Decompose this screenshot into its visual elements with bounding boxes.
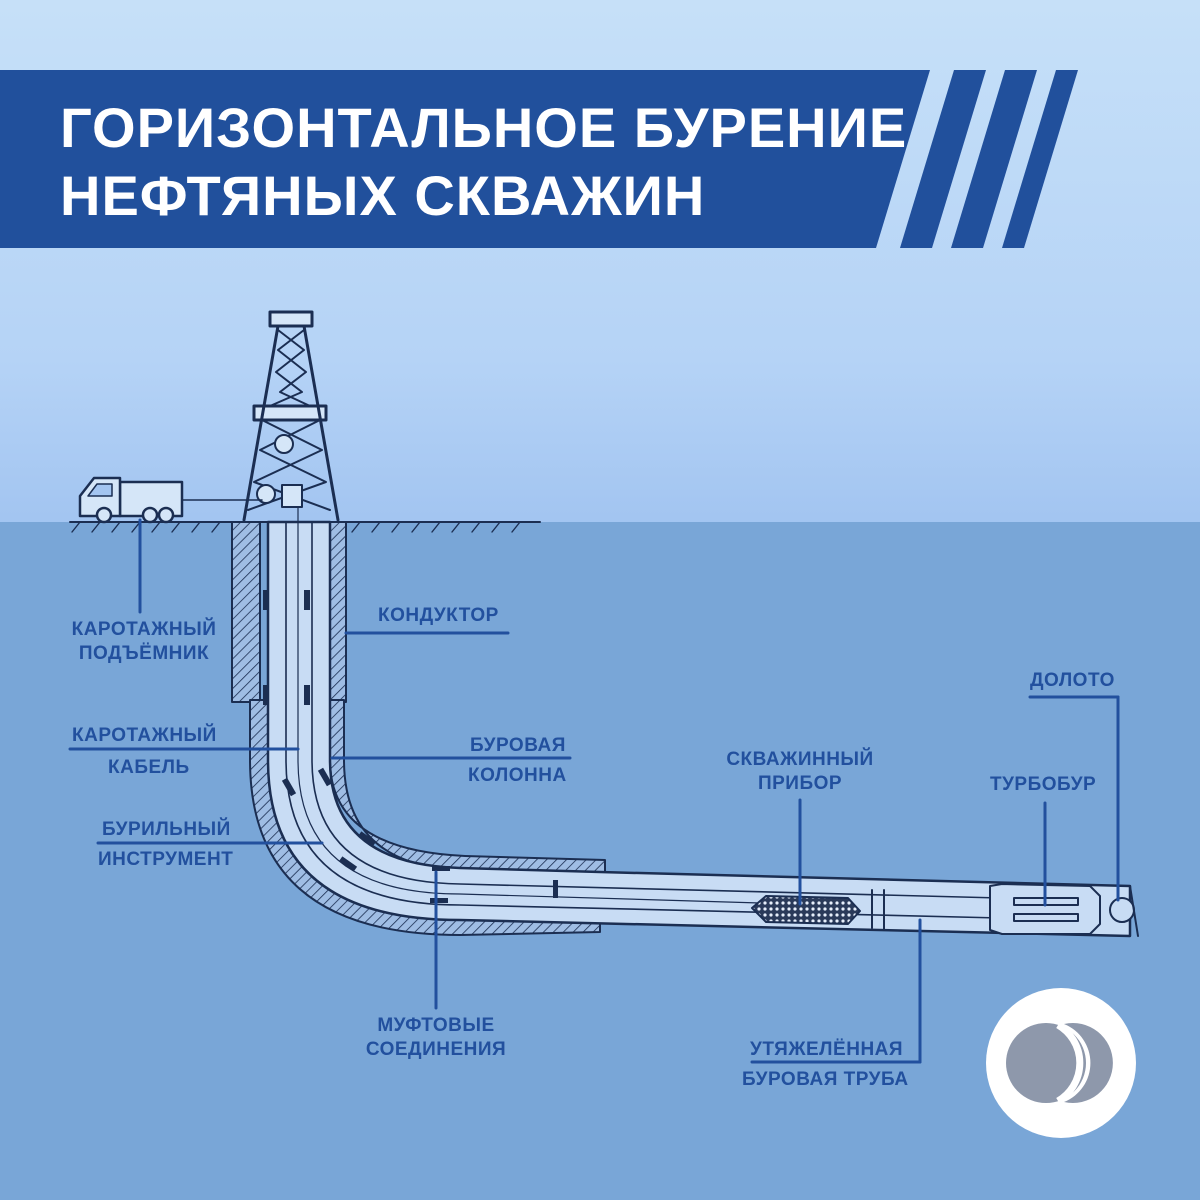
drill-string xyxy=(266,520,1132,938)
label-drilling-tool-line1: БУРИЛЬНЫЙ xyxy=(102,819,231,840)
company-logo xyxy=(986,988,1136,1138)
inner-pipe-line xyxy=(311,521,1001,899)
label-logging-lift: КАРОТАЖНЫЙ ПОДЪЁМНИК xyxy=(64,618,224,666)
label-conductor: КОНДУКТОР xyxy=(378,605,499,626)
coupling-marks xyxy=(263,590,558,903)
label-bit: ДОЛОТО xyxy=(1030,670,1115,691)
logo-mark xyxy=(1006,1021,1113,1105)
title-banner: ГОРИЗОНТАЛЬНОЕ БУРЕНИЕ НЕФТЯНЫХ СКВАЖИН xyxy=(0,0,1200,260)
label-downhole-device: СКВАЖИННЫЙ ПРИБОР xyxy=(700,748,900,796)
label-drilling-tool-line2: ИНСТРУМЕНТ xyxy=(98,849,234,870)
banner-stripe xyxy=(900,70,986,248)
label-drill-column-line2: КОЛОННА xyxy=(468,765,567,786)
banner-stripe xyxy=(1002,70,1078,248)
heavy-pipe-joint xyxy=(871,889,885,931)
label-heavy-pipe-line2: БУРОВАЯ ТРУБА xyxy=(742,1069,909,1090)
banner-band xyxy=(0,70,930,248)
label-heavy-pipe-line1: УТЯЖЕЛЁННАЯ xyxy=(750,1039,904,1060)
banner-shape xyxy=(0,70,1078,248)
logging-cable-line xyxy=(297,499,761,904)
downhole-instrument xyxy=(751,895,861,925)
label-logging-cable-line2: КАБЕЛЬ xyxy=(108,757,190,778)
page-title-line-1: ГОРИЗОНТАЛЬНОЕ БУРЕНИЕ xyxy=(60,96,908,159)
label-turbodrill: ТУРБОБУР xyxy=(990,774,1097,795)
page-title-line-2: НЕФТЯНЫХ СКВАЖИН xyxy=(60,164,706,227)
truck-icon xyxy=(78,476,184,524)
label-drill-column-line1: БУРОВАЯ xyxy=(470,735,566,756)
label-line: ПОДЪЁМНИК xyxy=(78,643,210,664)
label-couplings: МУФТОВЫЕ СОЕДИНЕНИЯ xyxy=(346,1014,526,1062)
label-line: МУФТОВЫЕ xyxy=(377,1015,495,1036)
banner-stripe xyxy=(951,70,1037,248)
leader-lines xyxy=(68,518,1120,1064)
derrick-icon xyxy=(242,310,340,522)
label-line: КАРОТАЖНЫЙ xyxy=(71,619,217,640)
label-line: ПРИБОР xyxy=(757,773,843,794)
label-line: СОЕДИНЕНИЯ xyxy=(365,1039,507,1060)
label-logging-cable-line1: КАРОТАЖНЫЙ xyxy=(72,725,217,746)
drill-bit xyxy=(1109,885,1139,937)
label-line: СКВАЖИННЫЙ xyxy=(726,749,874,770)
